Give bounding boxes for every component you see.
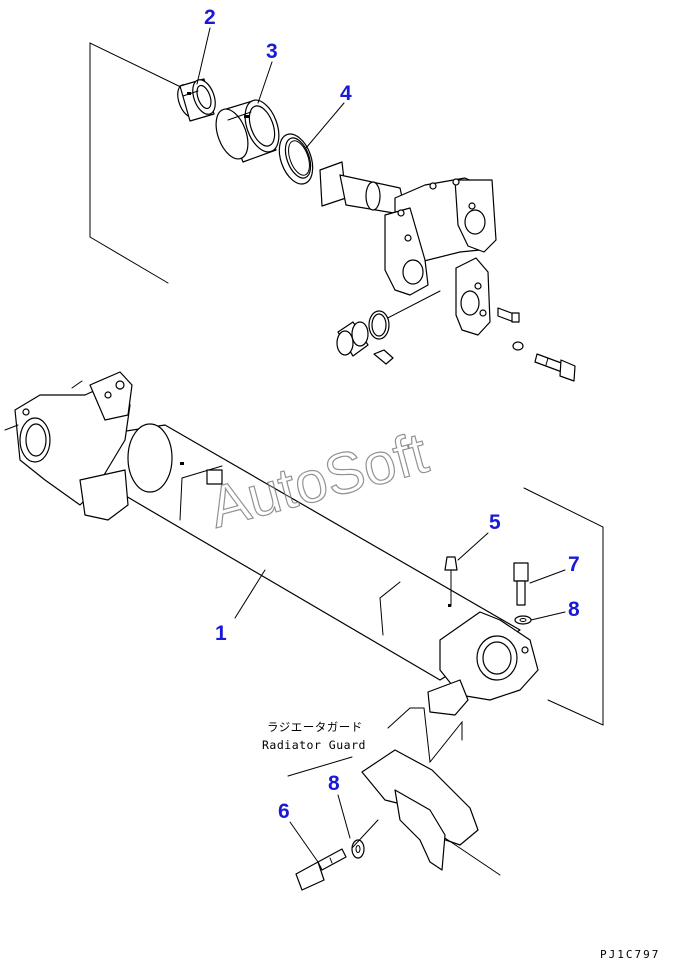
upper-bracket-assembly	[319, 161, 497, 296]
callout-4: 4	[340, 82, 352, 105]
part-8-washer-upper	[514, 615, 532, 625]
upper-cap	[455, 257, 520, 336]
part-4-seal	[278, 133, 314, 185]
upper-bolt	[534, 353, 576, 382]
part-2-bushing	[177, 78, 216, 122]
upper-frame-lines	[89, 42, 441, 324]
callout-3: 3	[266, 40, 278, 63]
part-3-bushing	[215, 99, 280, 163]
leader-lines	[196, 27, 566, 863]
callout-2: 2	[204, 6, 216, 29]
callout-8-upper: 8	[568, 598, 580, 621]
callout-1: 1	[215, 622, 227, 645]
callouts: 2 3 4 1 5 7 8 8 6	[204, 6, 580, 823]
note-english: Radiator Guard	[262, 738, 366, 752]
part-1-axle	[4, 371, 604, 726]
radiator-guard	[361, 707, 501, 876]
part-8-washer-lower	[351, 839, 365, 859]
drawing-code: PJ1C797	[600, 948, 660, 961]
callout-6: 6	[278, 800, 290, 823]
part-6-bolt	[295, 848, 347, 891]
note-japanese: ラジエータガード	[267, 720, 363, 734]
callout-5: 5	[489, 511, 501, 534]
callout-8-lower: 8	[328, 772, 340, 795]
part-7-bolt	[513, 562, 529, 606]
callout-7: 7	[568, 553, 580, 576]
part-5-grease-fitting	[444, 556, 458, 607]
small-bushing-set	[336, 310, 524, 365]
